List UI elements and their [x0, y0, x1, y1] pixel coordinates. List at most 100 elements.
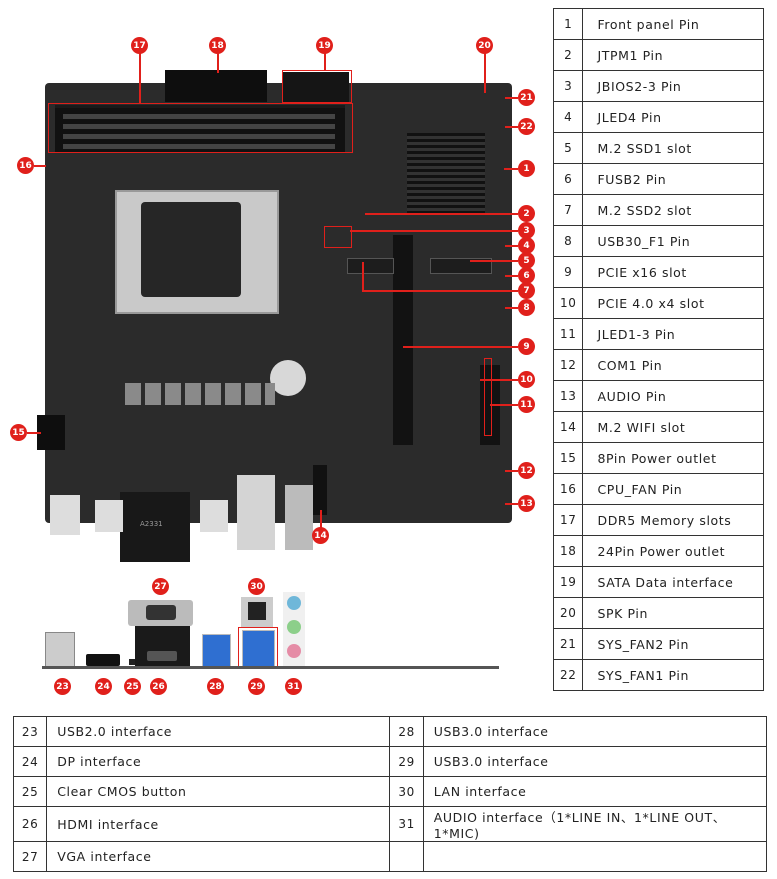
legend-number: 2 [552, 39, 584, 71]
legend-number: 19 [552, 566, 584, 598]
callout-21: 21 [518, 89, 535, 106]
ram-highlight-box [48, 103, 353, 153]
vga-port [128, 600, 193, 626]
legend-label: 8Pin Power outlet [582, 442, 765, 474]
legend-label: M.2 WIFI slot [582, 411, 765, 443]
legend-label: USB3.0 interface [422, 746, 768, 777]
legend-label: USB3.0 interface [422, 716, 768, 747]
callout-9: 9 [518, 338, 535, 355]
callout-14: 14 [312, 527, 329, 544]
callout-16: 16 [17, 157, 34, 174]
callout-5: 5 [518, 252, 535, 269]
legend-number: 11 [552, 318, 584, 350]
legend-number: 24 [12, 746, 48, 777]
hdmi-io-bracket [135, 626, 190, 666]
callout-22: 22 [518, 118, 535, 135]
legend-label: FUSB2 Pin [582, 163, 765, 195]
legend-number: 7 [552, 194, 584, 226]
legend-number: 30 [389, 776, 424, 807]
legend-label: CPU_FAN Pin [582, 473, 765, 505]
callout-20: 20 [476, 37, 493, 54]
callout-11: 11 [518, 396, 535, 413]
callout-30: 30 [248, 578, 265, 595]
m2-ssd1-slot [430, 258, 492, 274]
legend-label: AUDIO interface（1*LINE IN、1*LINE OUT、1*M… [422, 806, 768, 842]
m2-wifi-slot [313, 465, 327, 515]
callout-24: 24 [95, 678, 112, 695]
usb3-ports-b [242, 630, 275, 667]
callout-8: 8 [518, 299, 535, 316]
legend-label: USB2.0 interface [46, 716, 391, 747]
io-audio-board [285, 485, 313, 550]
legend-number: 13 [552, 380, 584, 412]
legend-label: Clear CMOS button [46, 776, 391, 807]
dp-port [86, 654, 120, 666]
legend-number: 28 [389, 716, 424, 747]
io-panel-baseline [42, 666, 499, 669]
legend-number: 6 [552, 163, 584, 195]
clear-cmos-button[interactable] [129, 659, 135, 665]
legend-label: M.2 SSD1 slot [582, 132, 765, 164]
callout-12: 12 [518, 462, 535, 479]
legend-label: JLED4 Pin [582, 101, 765, 133]
usb2-ports [45, 632, 75, 667]
legend-label: PCIE x16 slot [582, 256, 765, 288]
legend-number: 9 [552, 256, 584, 288]
atx-24pin-connector [165, 70, 267, 102]
legend-label: USB30_F1 Pin [582, 225, 765, 257]
legend-label: HDMI interface [46, 806, 391, 842]
legend-number: 8 [552, 225, 584, 257]
legend-number: 31 [389, 806, 424, 842]
legend-number: 29 [389, 746, 424, 777]
callout-31: 31 [285, 678, 302, 695]
callout-23: 23 [54, 678, 71, 695]
callout-27: 27 [152, 578, 169, 595]
legend-number: 12 [552, 349, 584, 381]
legend-label: SYS_FAN2 Pin [582, 628, 765, 660]
legend-label: DP interface [46, 746, 391, 777]
usb3-highlight-box [238, 627, 278, 669]
callout-18: 18 [209, 37, 226, 54]
legend-label: SATA Data interface [582, 566, 765, 598]
legend-number: 26 [12, 806, 48, 842]
legend-number [389, 841, 424, 872]
chip-marking: A2331 [140, 520, 163, 528]
callout-15: 15 [10, 424, 27, 441]
legend-label: DDR5 Memory slots [582, 504, 765, 536]
legend-number: 10 [552, 287, 584, 319]
legend-label: COM1 Pin [582, 349, 765, 381]
m2-ssd2-slot [347, 258, 394, 274]
vga-port-board: A2331 [120, 492, 190, 562]
sata-ports [283, 72, 349, 102]
callout-17: 17 [131, 37, 148, 54]
legend-number: 23 [12, 716, 48, 747]
legend-number: 27 [12, 841, 48, 872]
vrm-chokes [125, 383, 275, 405]
callout-3: 3 [518, 222, 535, 239]
cmos-battery [270, 360, 306, 396]
legend-number: 5 [552, 132, 584, 164]
